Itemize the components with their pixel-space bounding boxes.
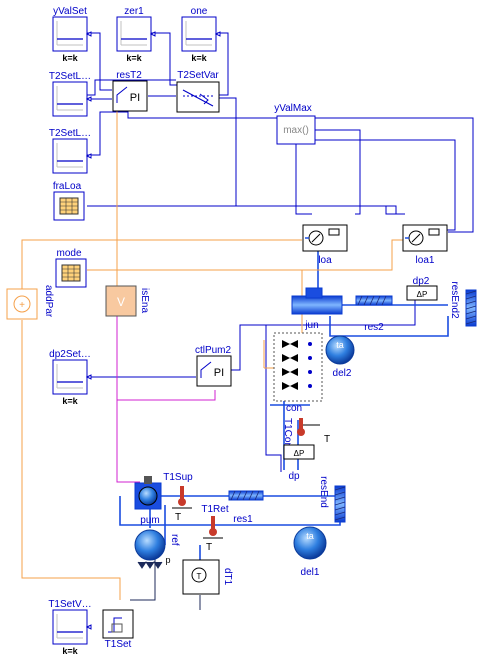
svg-text:del2: del2 (333, 368, 352, 379)
svg-text:res1: res1 (233, 514, 253, 525)
svg-text:ref: ref (169, 534, 180, 546)
svg-text:T: T (197, 572, 202, 581)
svg-text:ΔP: ΔP (294, 449, 305, 458)
fraLoa-block[interactable]: fraLoa (53, 181, 85, 221)
svg-text:k=k: k=k (62, 396, 78, 406)
svg-text:dT1: dT1 (222, 568, 233, 586)
resEnd2-block[interactable]: resEnd2 (449, 281, 477, 327)
svg-text:del1: del1 (301, 567, 320, 578)
res1-block[interactable]: res1 (228, 490, 264, 525)
svg-text:one: one (191, 6, 208, 17)
svg-text:dp2: dp2 (413, 276, 430, 287)
resEnd-block[interactable]: resEnd (318, 476, 346, 523)
yValSet-block[interactable]: yValSet k=k (52, 6, 92, 63)
svg-text:k=k: k=k (126, 53, 142, 63)
con-block[interactable]: con (273, 332, 323, 414)
svg-text:addPar: addPar (43, 285, 54, 318)
svg-text:ctlPum2: ctlPum2 (195, 345, 232, 356)
svg-text:T1Set: T1Set (105, 639, 132, 650)
svg-text:resT2: resT2 (116, 70, 142, 81)
T2SetLo-block[interactable]: T2SetL… (49, 71, 92, 117)
svg-text:T1SetV…: T1SetV… (48, 599, 91, 610)
svg-text:T: T (324, 434, 330, 445)
pipe-lines (119, 240, 449, 565)
jun-block[interactable]: jun (291, 287, 343, 331)
svg-text:yValMax: yValMax (274, 103, 312, 114)
svg-text:k=k: k=k (62, 646, 78, 655)
svg-text:k=k: k=k (62, 53, 78, 63)
loa-block[interactable]: loa (302, 224, 348, 266)
signal-lines (87, 32, 474, 472)
svg-text:loa1: loa1 (416, 255, 435, 266)
res2-block[interactable]: res2 (355, 295, 393, 333)
svg-text:T1Sup: T1Sup (163, 472, 193, 483)
svg-text:T1Con: T1Con (282, 418, 293, 448)
svg-text:k=k: k=k (191, 53, 207, 63)
svg-text:PI: PI (130, 92, 140, 104)
svg-text:T2SetL…: T2SetL… (49, 71, 91, 82)
del2-sphere[interactable]: ta del2 (325, 335, 355, 379)
svg-text:max(): max() (283, 125, 309, 136)
svg-text:mode: mode (56, 248, 81, 259)
svg-text:dp2Set…: dp2Set… (49, 349, 91, 360)
svg-text:V: V (117, 295, 125, 309)
del1-sphere[interactable]: ta del1 (293, 526, 327, 578)
T2SetVar-block[interactable]: T2SetVar (176, 70, 220, 113)
svg-text:isEna: isEna (139, 288, 150, 313)
svg-text:resEnd: resEnd (318, 476, 329, 508)
svg-text:res2: res2 (364, 322, 384, 333)
svg-text:loa: loa (318, 255, 332, 266)
yValMax-block[interactable]: yValMax max() (274, 103, 316, 145)
T2SetLi-block[interactable]: T2SetL… (49, 128, 92, 174)
svg-text:T1Ret: T1Ret (201, 504, 228, 515)
svg-text:T2SetVar: T2SetVar (177, 70, 219, 81)
pum-block[interactable]: pum (134, 476, 162, 526)
mode-block[interactable]: mode (55, 248, 87, 288)
svg-text:T: T (175, 512, 181, 523)
svg-text:con: con (286, 403, 302, 414)
dp2Set-block[interactable]: dp2Set… k=k (49, 349, 92, 406)
svg-text:zer1: zer1 (124, 6, 144, 17)
one-block[interactable]: one k=k (181, 6, 221, 63)
svg-text:fraLoa: fraLoa (53, 181, 82, 192)
T1Ret-sensor[interactable]: T T1Ret (201, 504, 228, 553)
svg-text:resEnd2: resEnd2 (449, 281, 460, 319)
svg-text:yValSet: yValSet (53, 6, 87, 17)
svg-text:ta: ta (336, 340, 344, 350)
loa1-block[interactable]: loa1 (402, 224, 448, 266)
svg-text:jun: jun (304, 320, 318, 331)
svg-text:+: + (19, 300, 25, 311)
ref-block[interactable]: p ref (134, 529, 180, 569)
svg-text:T2SetL…: T2SetL… (49, 128, 91, 139)
svg-text:ta: ta (306, 531, 314, 541)
svg-text:p: p (165, 555, 170, 565)
T1SetV-block[interactable]: T1SetV… k=k (48, 599, 91, 655)
dp-block[interactable]: ΔP dp (283, 444, 315, 482)
svg-text:dp: dp (288, 471, 300, 482)
T1Con-block[interactable]: T T1Con (282, 418, 330, 448)
addPar-block[interactable]: + addPar (6, 285, 54, 320)
T1Sup-sensor[interactable]: T T1Sup (163, 472, 193, 523)
svg-text:ΔP: ΔP (417, 290, 428, 299)
magenta-lines (116, 316, 216, 483)
svg-text:T: T (206, 542, 212, 553)
svg-text:pum: pum (140, 515, 159, 526)
T1Set-block[interactable]: T1Set (102, 609, 134, 650)
svg-text:PI: PI (214, 367, 224, 379)
zer1-block[interactable]: zer1 k=k (116, 6, 156, 63)
